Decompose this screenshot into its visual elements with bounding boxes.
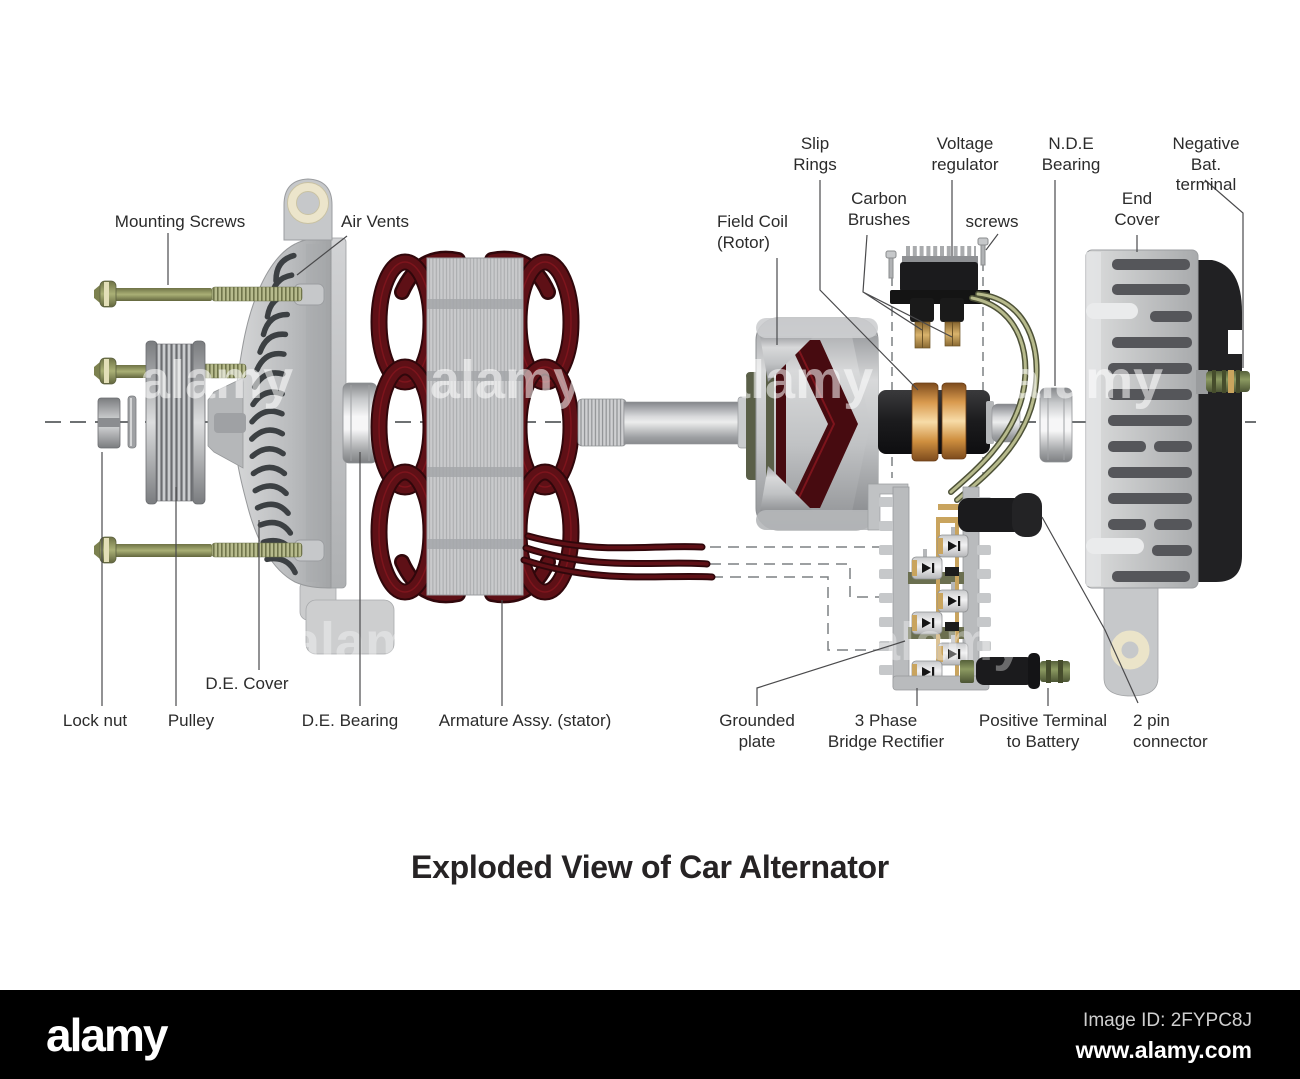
watermark-text: alamy bbox=[720, 350, 873, 410]
label-grounded-plate: Grounded plate bbox=[719, 711, 795, 751]
end-cover-black-rear bbox=[1195, 260, 1242, 582]
end-cover-lug-hole bbox=[1110, 630, 1150, 670]
grounded-plate-part bbox=[879, 486, 910, 688]
slip-rings-part bbox=[878, 382, 1021, 462]
label-regulator-screws: screws bbox=[965, 212, 1019, 231]
label-voltage-regulator: Voltage regulator bbox=[931, 134, 999, 174]
label-slip-rings: Slip Rings bbox=[793, 134, 837, 174]
label-de-cover: D.E. Cover bbox=[205, 674, 289, 693]
negative-terminal-part bbox=[1196, 370, 1250, 394]
image-id-text: Image ID: 2FYPC8J bbox=[1083, 1010, 1252, 1031]
label-mounting-screws: Mounting Screws bbox=[114, 212, 246, 231]
carbon-brushes-part bbox=[914, 321, 961, 349]
watermark-text: alamy bbox=[580, 612, 733, 672]
watermark-text: alamy bbox=[1010, 350, 1163, 410]
watermark-ghost: alamy alamy alamy alamy alamy alamy alam… bbox=[140, 350, 1300, 672]
watermark-bar: alamy Image ID: 2FYPC8J www.alamy.com bbox=[0, 990, 1300, 1079]
watermark-text: alamy bbox=[1160, 612, 1300, 672]
label-armature: Armature Assy. (stator) bbox=[438, 711, 612, 730]
label-two-pin: 2 pin connector bbox=[1133, 711, 1208, 751]
label-field-coil: Field Coil (Rotor) bbox=[717, 212, 788, 252]
brush-holders bbox=[910, 298, 964, 322]
stator-core bbox=[426, 257, 524, 596]
mounting-screw-bottom bbox=[94, 536, 303, 564]
end-cover-vent-slots bbox=[1108, 259, 1192, 582]
field-coil-rotor-part bbox=[746, 317, 879, 531]
two-pin-connector-part bbox=[936, 493, 1042, 537]
watermark-text: alamy bbox=[290, 612, 443, 672]
watermark-text: alamy bbox=[430, 350, 583, 410]
regulator-wires bbox=[948, 291, 1040, 503]
label-lock-nut: Lock nut bbox=[62, 711, 128, 730]
label-negative-terminal: Negative Bat. terminal bbox=[1172, 134, 1240, 195]
label-nde-bearing: N.D.E Bearing bbox=[1041, 134, 1101, 174]
label-de-bearing: D.E. Bearing bbox=[301, 711, 399, 730]
label-end-cover: End Cover bbox=[1114, 189, 1160, 229]
diagram-title: Exploded View of Car Alternator bbox=[411, 849, 889, 885]
end-cover-part bbox=[1085, 249, 1250, 697]
stator-part bbox=[370, 250, 716, 604]
de-cover-housing bbox=[207, 178, 395, 655]
alamy-url-text: www.alamy.com bbox=[1075, 1037, 1252, 1063]
label-positive-terminal: Positive Terminal to Battery bbox=[978, 711, 1108, 751]
stator-wires bbox=[520, 532, 716, 581]
label-rectifier: 3 Phase Bridge Rectifier bbox=[827, 711, 945, 751]
nde-bearing-part bbox=[1039, 387, 1073, 463]
washer-part bbox=[127, 395, 137, 449]
positive-terminal-part bbox=[960, 653, 1070, 689]
watermark-text: alamy bbox=[870, 612, 1023, 672]
housing-ear-hole bbox=[287, 182, 329, 224]
voltage-regulator-part bbox=[885, 237, 990, 349]
lock-nut-part bbox=[97, 397, 121, 449]
label-pulley: Pulley bbox=[167, 711, 215, 730]
watermark-text: alamy bbox=[140, 350, 293, 410]
mounting-screw-top bbox=[94, 280, 303, 308]
label-air-vents: Air Vents bbox=[340, 212, 410, 231]
leader-lines bbox=[101, 179, 1244, 706]
regulator-screws-part bbox=[885, 237, 989, 279]
pulley-part bbox=[145, 340, 206, 505]
label-carbon-brushes: Carbon Brushes bbox=[847, 189, 911, 229]
alamy-logo: alamy bbox=[46, 1008, 168, 1061]
